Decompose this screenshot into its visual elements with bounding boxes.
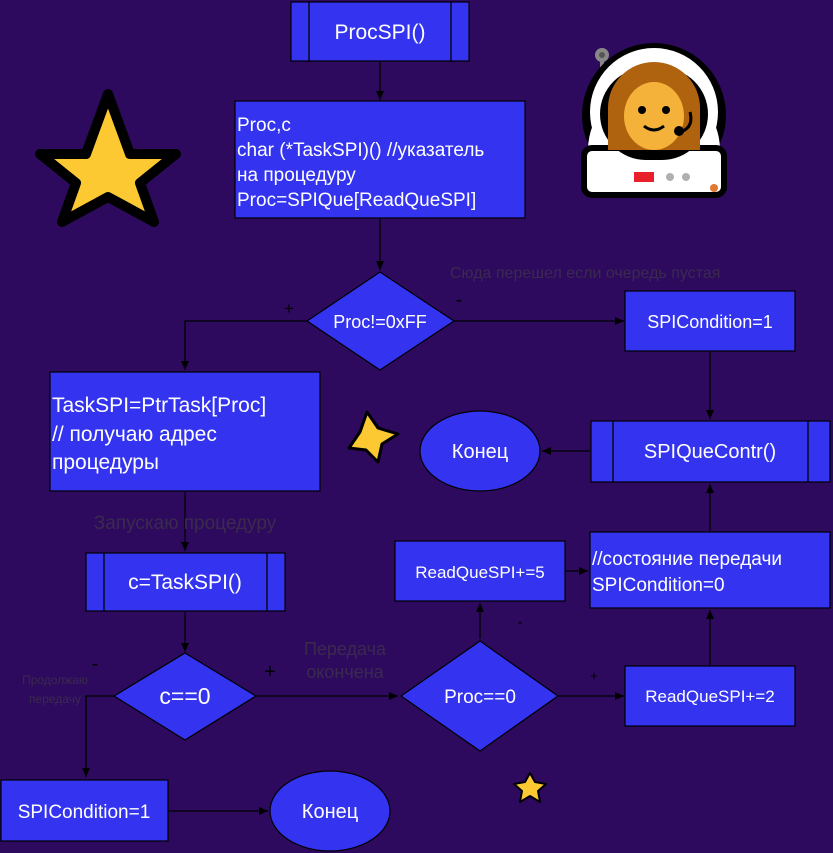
check-c-label: c==0 bbox=[159, 683, 210, 709]
read-add2-node[interactable]: ReadQueSPI+=2 bbox=[624, 665, 796, 727]
empty-condition-node[interactable]: SPICondition=1 bbox=[624, 290, 796, 352]
continue-note-2: передачу bbox=[29, 692, 81, 706]
read-add5-label: ReadQueSPI+=5 bbox=[415, 563, 544, 582]
state-node[interactable]: //состояние передачи SPICondition=0 bbox=[589, 531, 831, 609]
continue-note-1: Продолжаю bbox=[22, 673, 88, 687]
check-queue-no: - bbox=[456, 289, 463, 311]
get-address-line-1: TaskSPI=PtrTask[Proc] bbox=[52, 394, 266, 417]
tiny-star-icon bbox=[513, 772, 547, 803]
call-task-label: c=TaskSPI() bbox=[128, 571, 242, 594]
small-star-icon bbox=[347, 410, 400, 464]
end-top-label: Конец bbox=[452, 441, 508, 463]
check-c-no: - bbox=[92, 653, 99, 675]
read-add2-label: ReadQueSPI+=2 bbox=[645, 687, 774, 706]
check-queue-decision[interactable]: Proc!=0xFF bbox=[305, 271, 456, 371]
end-bottom-label: Конец bbox=[302, 801, 358, 823]
big-star-icon bbox=[35, 89, 181, 227]
end-bottom-node[interactable]: Конец bbox=[269, 770, 391, 852]
state-line-1: //состояние передачи bbox=[592, 549, 782, 570]
edge-check-yes bbox=[181, 320, 308, 370]
edges bbox=[82, 62, 714, 815]
check-c-yes: + bbox=[264, 661, 276, 683]
check-queue-yes: + bbox=[284, 299, 294, 318]
get-address-node[interactable]: TaskSPI=PtrTask[Proc] // получаю адрес п… bbox=[49, 371, 321, 492]
read-add5-node[interactable]: ReadQueSPI+=5 bbox=[394, 540, 566, 602]
init-line-2: char (*TaskSPI)() //указатель bbox=[237, 140, 484, 161]
empty-condition-label: SPICondition=1 bbox=[647, 312, 773, 332]
queue-empty-note: Сюда перешел если очередь пустая bbox=[450, 265, 720, 282]
que-contr-label: SPIQueContr() bbox=[644, 441, 776, 463]
state-line-2: SPICondition=0 bbox=[592, 575, 725, 596]
get-address-line-2: // получаю адрес bbox=[52, 423, 217, 446]
init-line-4: Proc=SPIQue[ReadQueSPI] bbox=[237, 190, 476, 211]
que-contr-node[interactable]: SPIQueContr() bbox=[590, 420, 831, 483]
check-proc-yes: + bbox=[590, 668, 598, 683]
end-top-node[interactable]: Конец bbox=[419, 410, 541, 492]
edge-checkc-no bbox=[82, 695, 114, 777]
done-note-2: окончена bbox=[306, 662, 384, 682]
done-note-1: Передача bbox=[304, 639, 387, 659]
init-node[interactable]: Proc,c char (*TaskSPI)() //указатель на … bbox=[234, 100, 526, 219]
get-address-line-3: процедуры bbox=[52, 451, 159, 474]
init-line-1: Proc,c bbox=[237, 115, 291, 136]
launch-note: Запускаю процедуру bbox=[94, 513, 277, 534]
astronaut-icon bbox=[581, 43, 727, 198]
init-line-3: на процедуру bbox=[237, 165, 356, 186]
cond-bottom-label: SPICondition=1 bbox=[18, 802, 151, 823]
check-proc-decision[interactable]: Proc==0 bbox=[399, 640, 560, 752]
start-node-label: ProcSPI() bbox=[334, 21, 425, 44]
call-task-node[interactable]: c=TaskSPI() bbox=[85, 552, 286, 612]
start-node[interactable]: ProcSPI() bbox=[290, 1, 470, 62]
check-c-decision[interactable]: c==0 bbox=[112, 652, 258, 741]
check-proc-no: - bbox=[517, 614, 522, 631]
cond-bottom-node[interactable]: SPICondition=1 bbox=[0, 779, 169, 842]
check-proc-label: Proc==0 bbox=[444, 687, 516, 708]
check-queue-label: Proc!=0xFF bbox=[333, 312, 427, 332]
